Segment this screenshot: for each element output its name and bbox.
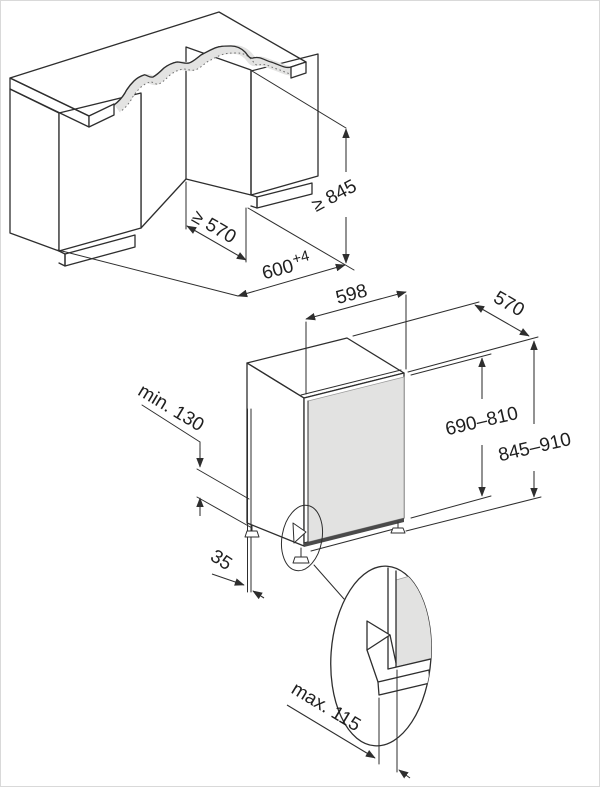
ext-line xyxy=(405,496,542,532)
dim-arrow xyxy=(286,704,376,759)
appliance-door-panel xyxy=(307,376,405,543)
ext-line xyxy=(407,336,539,373)
dim-arrow xyxy=(252,590,265,600)
leader-line xyxy=(141,404,201,443)
niche-floor-edge xyxy=(140,178,187,229)
ext-line xyxy=(410,353,492,376)
top-face-edge-line xyxy=(300,369,402,396)
left-cabinet xyxy=(9,88,142,267)
ext-line xyxy=(57,249,239,297)
worktop-break-band xyxy=(114,44,296,113)
ext-line xyxy=(251,70,347,129)
right-cabinet-plinth-side xyxy=(250,194,258,209)
niche-height-label: ≥ 845 xyxy=(309,176,361,217)
base-frame-line xyxy=(310,528,395,552)
detail-circle-small xyxy=(280,504,324,572)
worktop xyxy=(9,11,307,128)
detail-door-panel xyxy=(395,566,438,668)
door-bottom-dark-strip xyxy=(304,518,404,547)
left-cabinet-front xyxy=(58,92,142,252)
dim-line xyxy=(305,290,407,321)
niche-width-value: 600 xyxy=(260,256,296,284)
ref-line xyxy=(196,496,253,529)
right-cabinet-plinth xyxy=(256,182,313,209)
detail-plinth-edge xyxy=(366,649,379,683)
detail-door-bottom-edge xyxy=(387,658,432,670)
foot xyxy=(244,530,260,538)
dim-line xyxy=(186,225,247,261)
appliance-view: 598 570 690–810 845–910 min. 130 xyxy=(134,280,573,600)
left-cabinet-side xyxy=(9,88,60,252)
dim-line xyxy=(237,263,346,298)
ext-line xyxy=(352,301,480,337)
niche-width-label: 600+4 xyxy=(259,247,314,284)
side-clearance-label: 35 xyxy=(206,546,235,575)
left-cabinet-plinth-side xyxy=(58,250,66,267)
appliance-width-label: 598 xyxy=(334,280,370,308)
dim-arrow xyxy=(211,573,245,586)
detail-plinth-cut-mark xyxy=(366,620,391,651)
door-height-label: 690–810 xyxy=(443,403,520,440)
niche-view: ≥ 845 ≥ 570 600+4 xyxy=(9,11,361,298)
niche-width-tolerance: +4 xyxy=(290,247,311,268)
detail-leader-line xyxy=(313,564,345,600)
ext-line xyxy=(410,495,492,519)
foot xyxy=(292,556,310,564)
detail-plinth-edge xyxy=(389,634,397,664)
worktop-break-dotted-line xyxy=(119,52,298,113)
dim-arrow xyxy=(398,769,411,779)
appliance-left-face xyxy=(246,362,305,547)
appliance-body xyxy=(244,337,406,564)
ext-line xyxy=(247,207,355,271)
foot xyxy=(390,527,406,534)
right-cabinet-front xyxy=(250,53,319,196)
ref-line xyxy=(196,468,250,500)
right-cabinet xyxy=(250,53,319,209)
worktop-front-edge-left xyxy=(88,103,115,128)
appliance-height-label: 845–910 xyxy=(496,429,573,466)
plinth-detail-view: max. 115 xyxy=(286,565,438,779)
plinth-height-min-label: min. 130 xyxy=(134,381,207,437)
dim-line xyxy=(474,304,530,337)
worktop-front-edge-right xyxy=(290,61,307,79)
plinth-cut-mark xyxy=(292,522,307,544)
worktop-break-solid-line xyxy=(113,45,292,106)
adjustable-feet xyxy=(244,521,406,564)
